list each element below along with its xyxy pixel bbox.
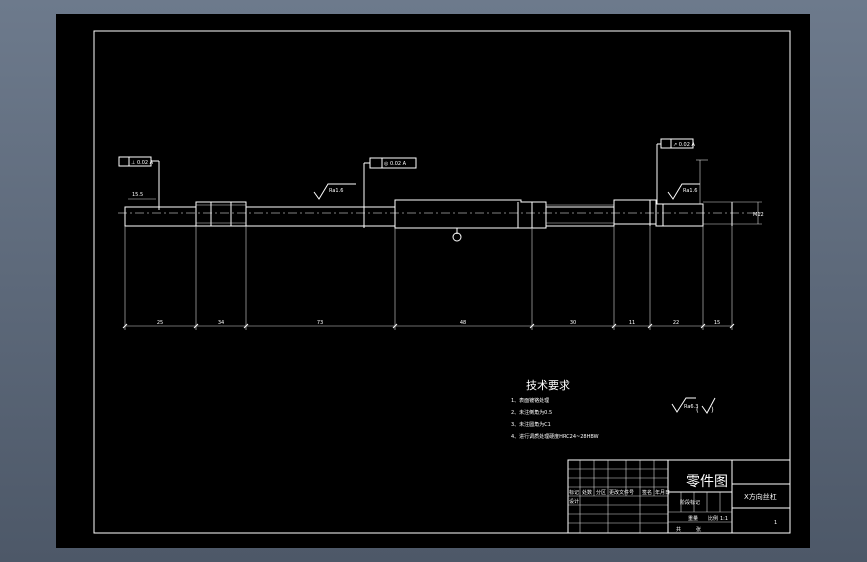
right-dimension: M12 bbox=[753, 212, 764, 218]
roughness-check-symbol bbox=[701, 397, 716, 414]
tolerance-text: ⊥ 0.02 A bbox=[131, 160, 154, 166]
tech-note: 1、表面镀铬处理 bbox=[511, 397, 549, 404]
dim-text: 48 bbox=[460, 320, 466, 326]
roughness-text: Ra1.6 bbox=[329, 188, 343, 194]
roughness-bracket: ) bbox=[711, 406, 714, 414]
title-block-value: 1:1 bbox=[720, 516, 728, 522]
dim-text: 11 bbox=[629, 320, 635, 326]
datum-symbol bbox=[452, 228, 462, 242]
dim-text: 30 bbox=[570, 320, 576, 326]
cad-viewport[interactable]: 25 34 73 48 30 11 22 15 ⊥ 0.02 A 15.5 ◎ … bbox=[56, 14, 810, 548]
roughness-bracket: ( bbox=[696, 406, 699, 414]
dim-text: 22 bbox=[673, 320, 679, 326]
part-name: X方向丝杠 bbox=[744, 492, 777, 501]
title-block-label: 重量 bbox=[688, 515, 698, 522]
title-block-label: 处数 bbox=[582, 489, 592, 496]
roughness-general-symbol bbox=[671, 397, 696, 413]
dim-text: 15 bbox=[714, 320, 720, 326]
roughness-general-text: Ra6.3 bbox=[684, 404, 698, 410]
tech-note: 4、进行调质处理硬度HRC24~28HBW bbox=[511, 433, 599, 440]
sheet-number: 1 bbox=[774, 520, 777, 526]
title-block-label: 分区 bbox=[596, 489, 606, 496]
title-block-label: 比例 bbox=[708, 515, 718, 522]
tolerance-callout-right bbox=[656, 138, 694, 204]
title-block-label: 更改文件号 bbox=[609, 489, 634, 496]
drawing-type: 零件图 bbox=[686, 474, 728, 490]
title-block-label: 设计 bbox=[569, 498, 579, 505]
title-block-label: 共 bbox=[676, 526, 681, 533]
roughness-symbol bbox=[313, 183, 356, 200]
title-block-label: 阶段标记 bbox=[680, 499, 700, 506]
title-block-label: 签名 bbox=[642, 489, 652, 496]
title-block-label: 张 bbox=[696, 526, 701, 533]
tolerance-text: ↗ 0.02 A bbox=[673, 142, 696, 148]
roughness-symbol bbox=[667, 183, 700, 200]
dim-text: 34 bbox=[218, 320, 224, 326]
title-block bbox=[567, 459, 791, 534]
title-block-label: 标记 bbox=[569, 489, 579, 496]
tech-heading: 技术要求 bbox=[526, 379, 570, 392]
title-block-label: 年月日 bbox=[655, 489, 670, 496]
extension-lines bbox=[124, 226, 733, 330]
tolerance-callout-mid bbox=[363, 157, 417, 228]
dim-text: 25 bbox=[157, 320, 163, 326]
dimension-ticks bbox=[122, 323, 735, 329]
tech-note: 2、未注倒角为0.5 bbox=[511, 409, 552, 416]
tech-note: 3、未注圆角为C1 bbox=[511, 421, 551, 428]
tolerance-text: ◎ 0.02 A bbox=[384, 161, 407, 167]
tolerance-callout-left bbox=[118, 156, 160, 210]
dim-text: 73 bbox=[317, 320, 323, 326]
drawing-canvas[interactable]: 25 34 73 48 30 11 22 15 ⊥ 0.02 A 15.5 ◎ … bbox=[56, 14, 810, 548]
drawing-border bbox=[93, 30, 791, 534]
roughness-text: Ra1.6 bbox=[683, 188, 697, 194]
left-dimension: 15.5 bbox=[132, 192, 143, 198]
